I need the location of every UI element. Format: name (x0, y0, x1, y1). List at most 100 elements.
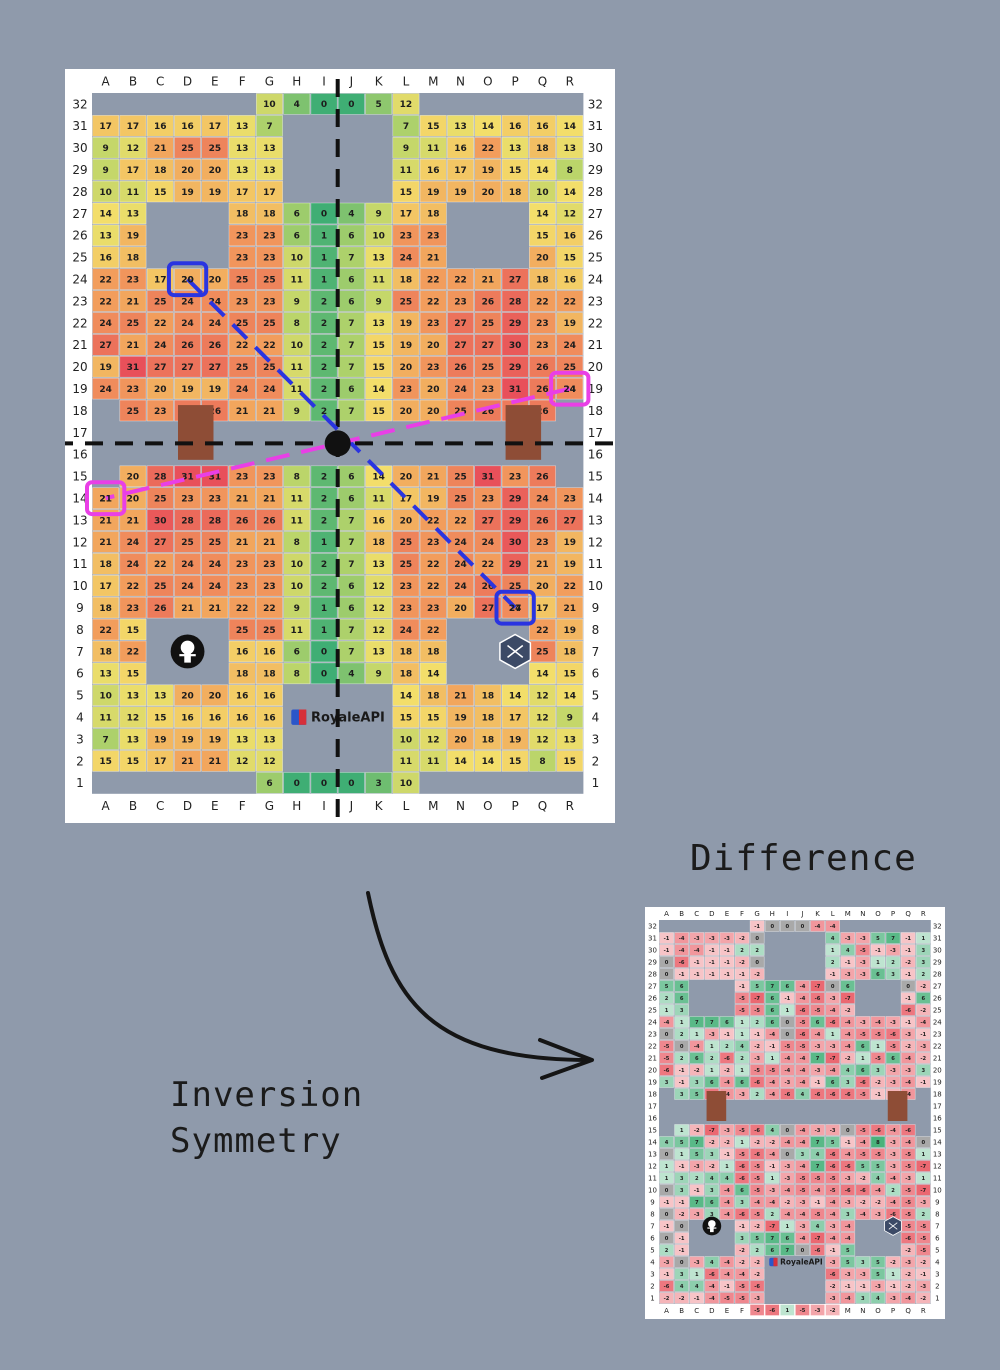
grid-cell (780, 1160, 795, 1172)
grid-cell (201, 158, 229, 181)
row-label-left: 1 (76, 776, 84, 790)
grid-cell (146, 509, 174, 531)
grid-cell-value: -3 (890, 1164, 896, 1170)
grid-cell (337, 574, 365, 597)
grid-cell-value: -7 (815, 1236, 821, 1242)
row-label-left: 17 (648, 1103, 657, 1111)
grid-cell (392, 640, 420, 663)
grid-cell (810, 1220, 825, 1232)
grid-cell-value: 2 (921, 972, 925, 978)
grid-cell-value: -2 (875, 1080, 881, 1086)
grid-cell-value: -6 (709, 1272, 715, 1278)
grid-cell (885, 1184, 901, 1196)
grid-cell-value: -1 (920, 1080, 926, 1086)
grid-cell (734, 1076, 750, 1088)
grid-cell (228, 706, 256, 728)
grid-cell-value: 21 (236, 538, 249, 548)
grid-cell-value: 1 (786, 1008, 790, 1014)
grid-cell-value: 10 (290, 582, 303, 592)
grid-cell-value: -6 (845, 1188, 851, 1194)
caption-line-1: Inversion (170, 1075, 364, 1115)
bridge (505, 405, 542, 460)
grid-cell (256, 290, 283, 312)
grid-cell-value: 24 (99, 385, 112, 395)
grid-cell-value: 17 (154, 275, 167, 285)
grid-cell (119, 574, 147, 597)
grid-cell (119, 640, 147, 663)
grid-cell (228, 509, 256, 531)
grid-cell (228, 268, 256, 290)
grid-cell-value: 16 (236, 713, 249, 723)
royaleapi-wordmark: RoyaleAPI (311, 711, 385, 726)
grid-cell-value: 3 (801, 1152, 805, 1158)
grid-cell (825, 1064, 841, 1076)
grid-cell (474, 290, 502, 312)
grid-cell-value: -4 (679, 936, 685, 942)
grid-cell (734, 1244, 750, 1256)
grid-cell (447, 684, 474, 706)
grid-cell-value: -3 (709, 1032, 715, 1038)
grid-cell (840, 956, 856, 968)
grid-cell-value: 22 (563, 582, 576, 592)
row-label-right: 23 (933, 1031, 942, 1039)
grid-cell (556, 487, 584, 509)
grid-cell-value: 24 (454, 385, 467, 395)
column-label-top: J (349, 74, 354, 88)
grid-cell (719, 1292, 735, 1304)
grid-cell-value: 2 (665, 996, 669, 1002)
grid-cell-value: -4 (800, 1080, 806, 1086)
grid-cell-value: 24 (236, 385, 249, 395)
grid-cell (501, 706, 529, 728)
grid-cell (719, 1052, 735, 1064)
row-label-left: 32 (648, 923, 657, 931)
grid-cell-value: 5 (876, 1260, 880, 1266)
grid-cell (474, 137, 502, 159)
grid-cell (528, 355, 556, 378)
grid-cell-value: -2 (664, 1296, 670, 1302)
grid-cell-value: -6 (800, 1032, 806, 1038)
grid-cell-value: -6 (905, 1128, 911, 1134)
grid-cell (201, 553, 229, 575)
grid-cell (283, 290, 311, 312)
column-label-bottom: F (740, 1307, 744, 1315)
grid-cell-value: 20 (536, 253, 549, 263)
grid-cell (734, 1172, 750, 1184)
column-label-bottom: P (512, 799, 519, 813)
grid-cell-value: -3 (694, 1260, 700, 1266)
grid-cell-value: 4 (710, 1260, 714, 1266)
row-label-right: 27 (588, 207, 603, 221)
grid-cell-value: 1 (831, 948, 835, 954)
grid-cell (201, 596, 229, 619)
grid-cell (556, 574, 584, 597)
grid-cell-value: 21 (99, 538, 112, 548)
grid-cell (810, 1244, 825, 1256)
grid-cell-value: 0 (770, 924, 774, 930)
grid-cell-value: 19 (400, 319, 413, 329)
grid-cell-value: 18 (372, 538, 385, 548)
grid-cell-value: 21 (427, 253, 440, 263)
grid-cell (256, 553, 283, 575)
grid-cell-value: 8 (294, 538, 300, 548)
grid-cell-value: 19 (563, 538, 576, 548)
grid-cell (885, 956, 901, 968)
grid-cell-value: 6 (770, 1008, 774, 1014)
grid-cell (256, 487, 283, 509)
grid-cell-value: 0 (786, 1020, 790, 1026)
grid-cell (855, 1016, 871, 1028)
grid-cell (174, 706, 202, 728)
grid-cell-value: 7 (770, 984, 774, 990)
grid-cell (92, 618, 120, 641)
highlight-value: 24 (563, 385, 576, 395)
grid-cell-value: 2 (680, 1056, 684, 1062)
grid-cell-value: -4 (845, 1020, 851, 1026)
grid-cell (392, 312, 420, 334)
grid-cell-value: 6 (266, 779, 272, 789)
grid-cell (447, 334, 474, 356)
grid-cell (719, 932, 735, 944)
grid-cell-value: 11 (427, 144, 440, 154)
grid-cell (780, 1148, 795, 1160)
grid-cell-value: -1 (724, 972, 730, 978)
grid-cell-value: 23 (236, 472, 249, 482)
row-label-right: 8 (592, 623, 600, 637)
grid-cell-value: 13 (127, 735, 140, 745)
